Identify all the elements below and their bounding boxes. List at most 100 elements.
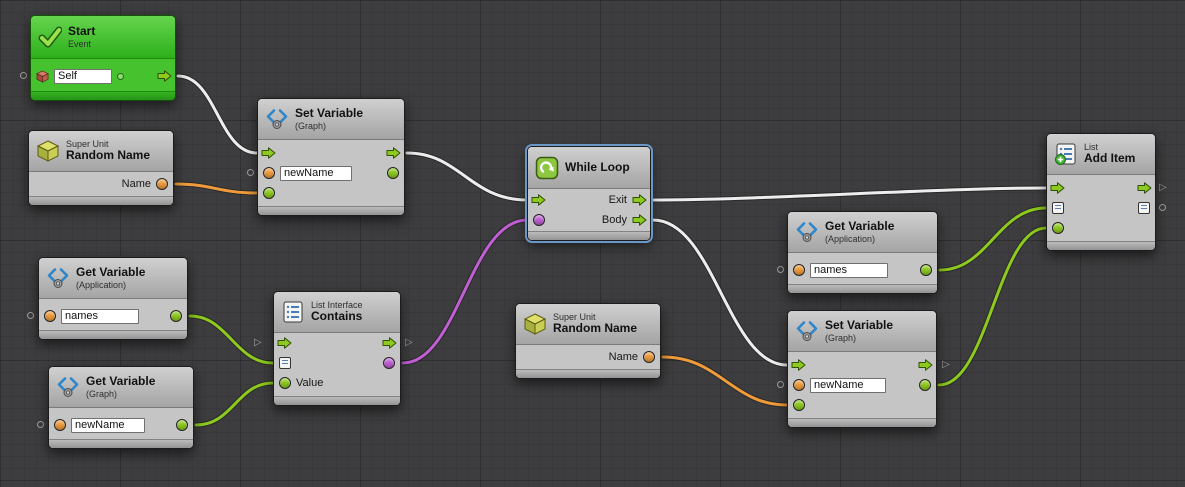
node-category: List [1084,142,1099,153]
node-header[interactable]: Set Variable (Graph) [788,311,936,352]
variable-name-port[interactable] [793,379,805,391]
flow-output-port[interactable] [157,70,172,82]
value-output-port[interactable] [387,167,399,179]
result-output-port[interactable] [383,357,395,369]
body-flow-output-port[interactable] [632,214,647,226]
value-input-port[interactable] [263,187,275,199]
node-header[interactable]: Set Variable (Graph) [258,99,404,140]
variable-name-input[interactable] [280,165,352,181]
self-target-input[interactable] [54,68,112,84]
name-output-port[interactable] [156,178,168,190]
exit-flow-output-port[interactable] [632,194,647,206]
unconnected-flow-indicator[interactable]: ▷ [405,337,413,348]
port-row: Body [528,210,650,230]
gameobject-cube-icon [36,70,49,83]
flow-output-port[interactable] [386,147,401,159]
list-input-port[interactable] [279,357,291,369]
wire-while-exit-to-add-item [650,185,1049,203]
variable-icon [795,220,819,244]
node-footer [39,330,187,339]
variable-name-port[interactable] [793,264,805,276]
value-input-port[interactable] [279,377,291,389]
node-header[interactable]: While Loop [528,147,650,189]
value-input-port[interactable] [793,399,805,411]
node-title: Random Name [66,148,151,163]
flow-input-port[interactable] [531,194,546,206]
node-set-variable-graph-right[interactable]: Set Variable (Graph) [787,310,937,428]
wire-while-body-to-set-variable [650,217,790,368]
flow-input-port[interactable] [261,147,276,159]
flow-input-port[interactable] [1050,182,1065,194]
node-header[interactable]: Get Variable (Graph) [49,367,193,408]
node-get-variable-application-right[interactable]: Get Variable (Application) [787,211,938,294]
item-input-port[interactable] [1052,222,1064,234]
unconnected-flow-indicator[interactable]: ▷ [254,337,262,348]
variable-name-input[interactable] [71,417,145,433]
node-header[interactable]: List Add Item [1047,134,1155,175]
node-get-variable-application-left[interactable]: Get Variable (Application) [38,257,188,340]
node-title: Get Variable [86,374,156,389]
node-footer [258,206,404,215]
port-row [274,353,400,373]
node-super-unit-random-name-top[interactable]: Super Unit Random Name Name [28,130,174,206]
value-output-port[interactable] [920,264,932,276]
unconnected-flow-indicator[interactable]: ▷ [1159,182,1167,193]
flow-output-port[interactable] [918,359,933,371]
port-row: Name [29,174,173,194]
node-list-add-item[interactable]: List Add Item [1046,133,1156,251]
unconnected-flow-indicator[interactable]: ▷ [942,359,950,370]
list-output-port[interactable] [1138,202,1150,214]
variable-name-input[interactable] [810,377,886,393]
target-port[interactable] [117,72,124,80]
wire-set-variable-to-while-loop [404,150,530,203]
flow-input-port[interactable] [791,359,806,371]
flow-output-port[interactable] [382,337,397,349]
unconnected-port-indicator[interactable] [1159,204,1166,211]
unconnected-port-indicator[interactable] [37,421,44,428]
port-row [258,163,404,183]
condition-input-port[interactable] [533,214,545,226]
variable-name-input[interactable] [810,262,888,278]
list-input-port[interactable] [1052,202,1064,214]
node-title: Start [68,24,96,39]
node-list-contains[interactable]: List Interface Contains Value [273,291,401,406]
value-output-port[interactable] [170,310,182,322]
wire-random-name-to-set-variable-right-value [660,354,790,408]
node-while-loop[interactable]: While Loop Exit Body [527,146,651,241]
variable-name-port[interactable] [54,419,66,431]
unconnected-port-indicator[interactable] [777,381,784,388]
value-output-port[interactable] [176,419,188,431]
node-footer [29,196,173,205]
port-label: Exit [608,194,627,206]
node-title: Contains [311,309,363,324]
port-row [49,413,193,437]
unconnected-port-indicator[interactable] [20,72,27,79]
flow-input-port[interactable] [277,337,292,349]
node-header[interactable]: Super Unit Random Name [516,304,660,345]
node-header[interactable]: Get Variable (Application) [788,212,937,253]
port-row [258,143,404,163]
super-unit-box-icon [36,139,60,163]
variable-name-port[interactable] [263,167,275,179]
unconnected-port-indicator[interactable] [777,266,784,273]
node-get-variable-graph-left[interactable]: Get Variable (Graph) [48,366,194,449]
node-subtitle: (Application) [76,279,127,290]
name-output-port[interactable] [643,351,655,363]
node-header[interactable]: List Interface Contains [274,292,400,333]
port-row [39,304,187,328]
variable-name-port[interactable] [44,310,56,322]
node-set-variable-graph-top[interactable]: Set Variable (Graph) [257,98,405,216]
variable-name-input[interactable] [61,308,139,324]
while-loop-icon [535,156,559,180]
node-super-unit-random-name-bottom[interactable]: Super Unit Random Name Name [515,303,661,379]
value-output-port[interactable] [919,379,931,391]
flow-output-port[interactable] [1137,182,1152,194]
node-header[interactable]: Super Unit Random Name [29,131,173,172]
node-header[interactable]: Get Variable (Application) [39,258,187,299]
variable-icon [46,266,70,290]
node-header[interactable]: Start Event [31,16,175,59]
unconnected-port-indicator[interactable] [27,312,34,319]
unconnected-port-indicator[interactable] [247,169,254,176]
node-start-event[interactable]: Start Event [30,15,176,101]
